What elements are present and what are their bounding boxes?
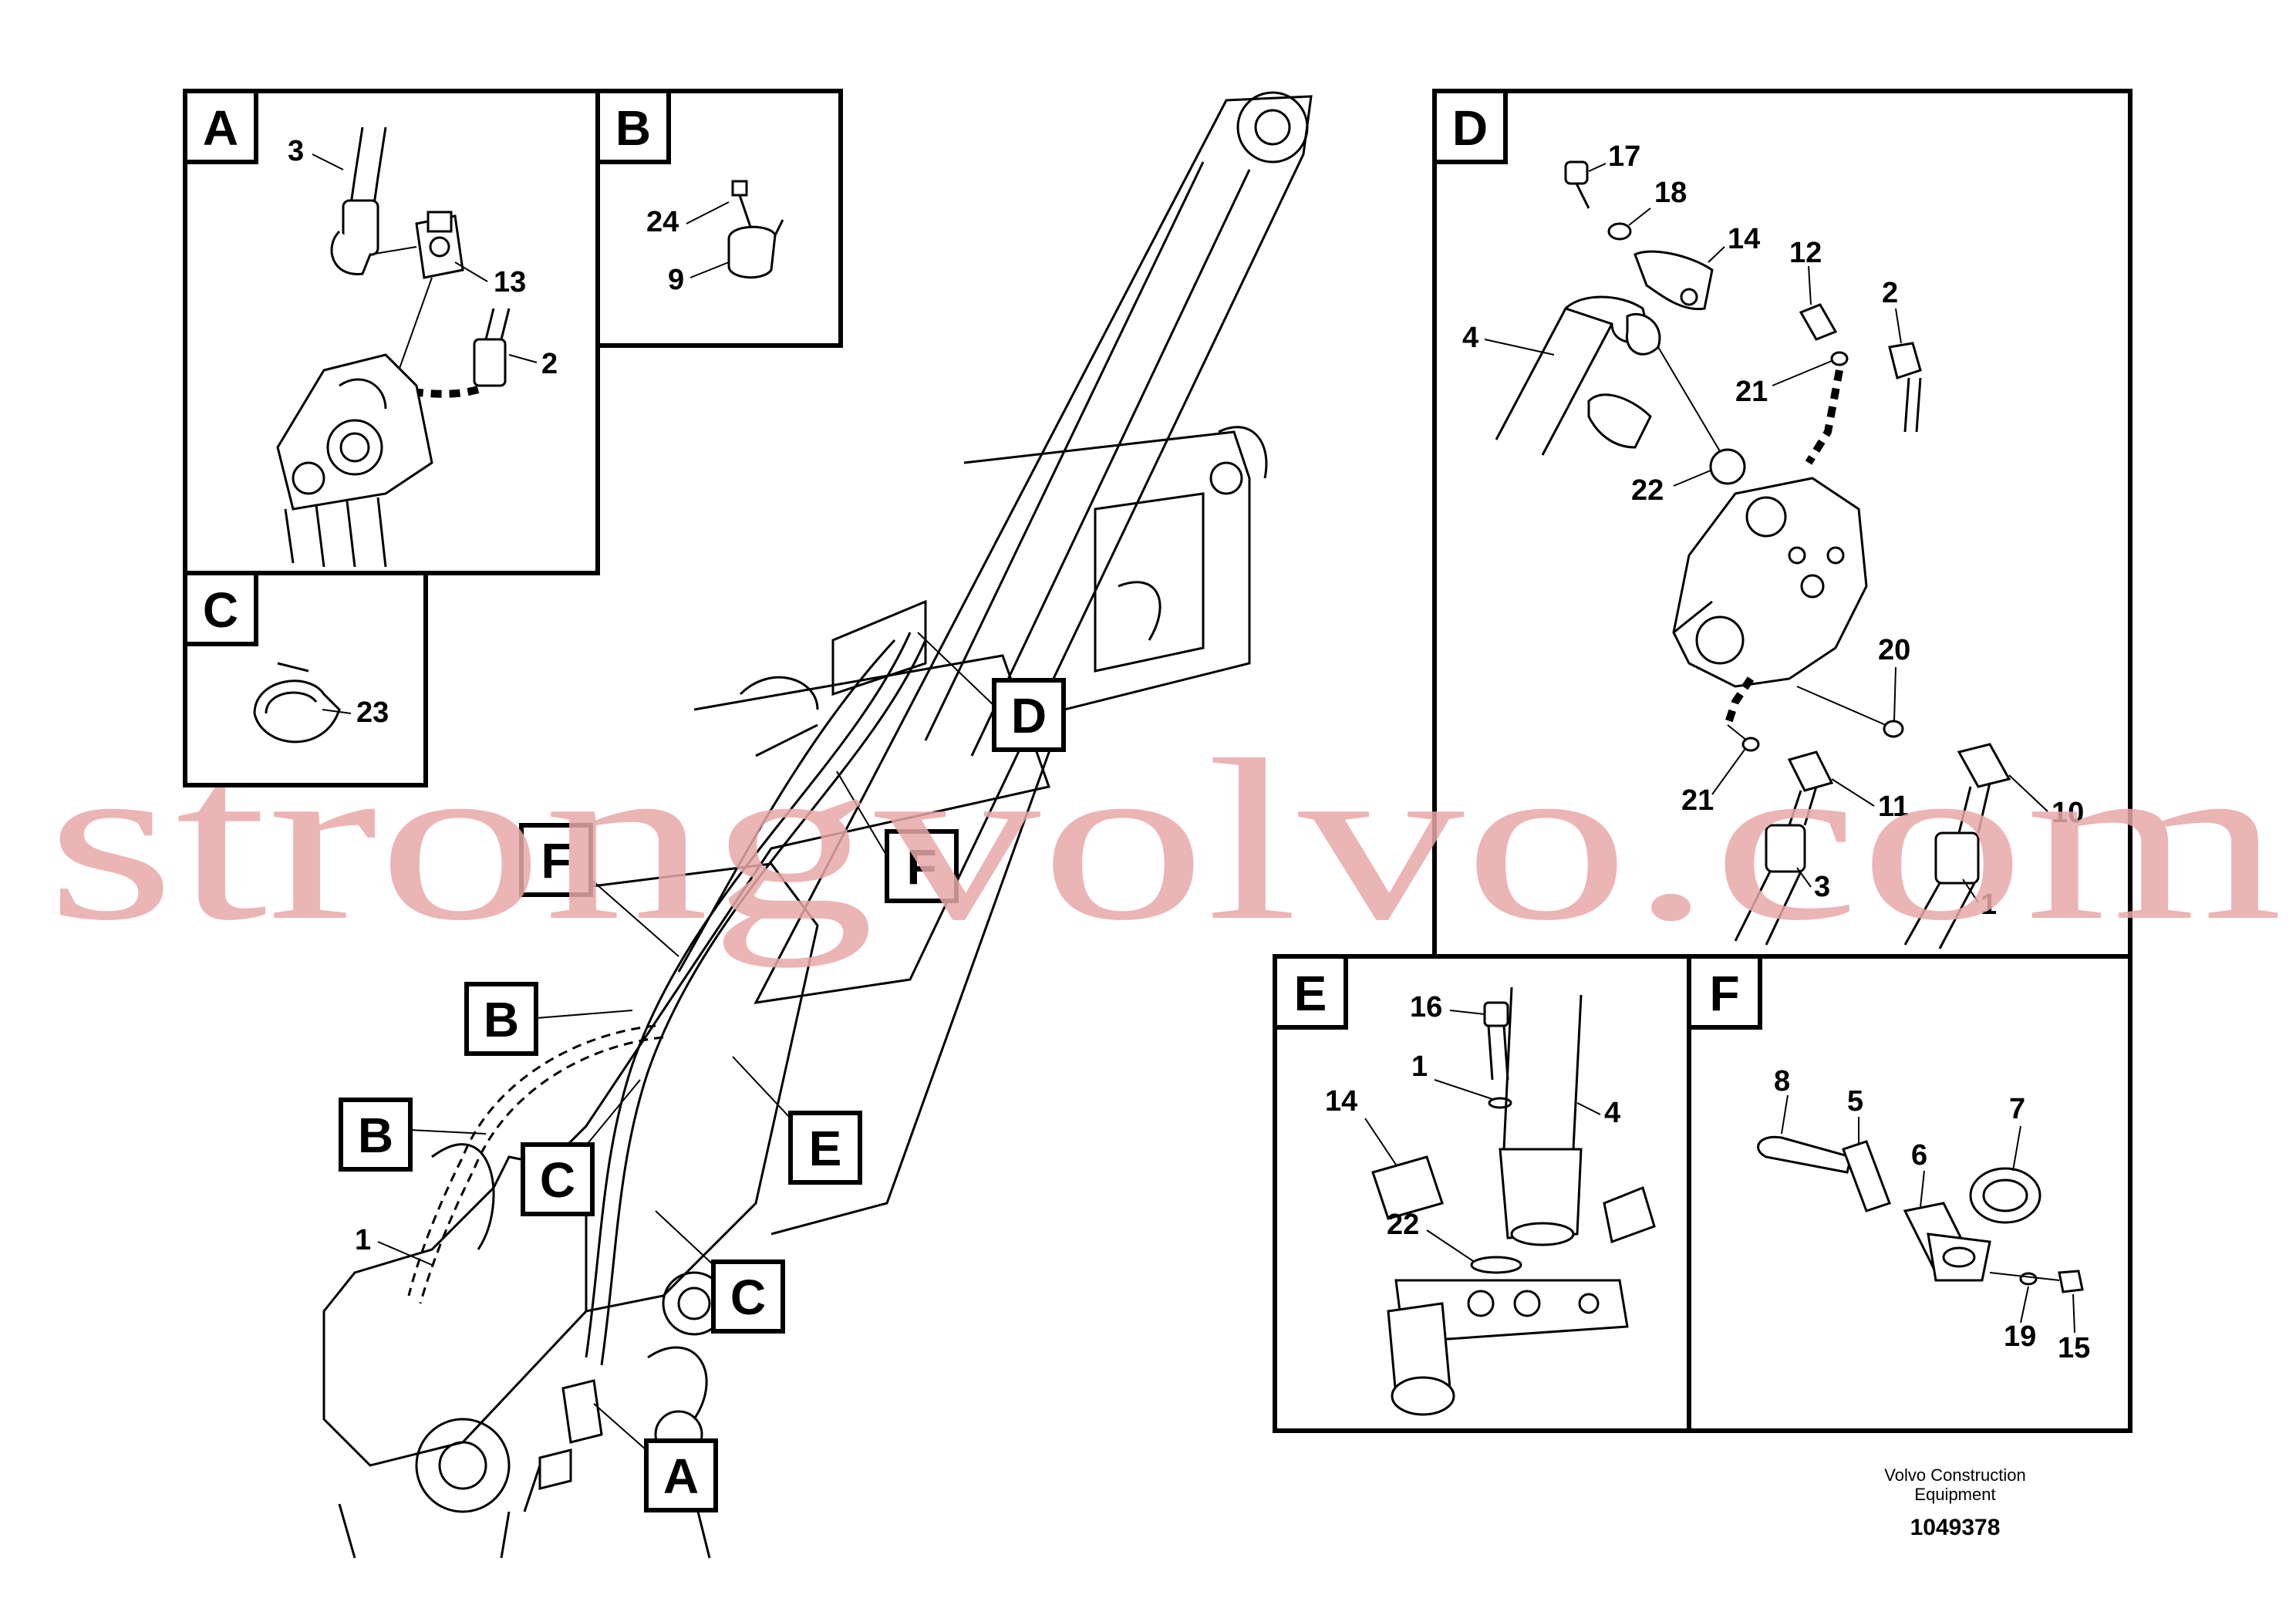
svg-text:24: 24	[646, 206, 679, 238]
svg-text:F: F	[541, 833, 571, 889]
main-view-tags: D F F B B C E	[339, 632, 1066, 1512]
svg-text:20: 20	[1878, 634, 1910, 666]
company-line-2: Equipment	[1914, 1485, 1995, 1504]
main-callout-1: 1	[355, 1224, 433, 1266]
svg-text:E: E	[1294, 966, 1327, 1021]
svg-text:21: 21	[1735, 376, 1768, 408]
detail-panel-E: E 16 1 14 4 22	[1273, 954, 1691, 1433]
svg-text:4: 4	[1604, 1097, 1620, 1129]
tag-C-mid[interactable]: C	[521, 1142, 595, 1216]
svg-text:A: A	[203, 100, 238, 156]
drawing-number: 1049378	[1910, 1515, 2001, 1540]
detail-panel-F: F 8 5 6 7 19 15	[1687, 954, 2132, 1433]
svg-text:F: F	[1709, 966, 1739, 1021]
svg-text:21: 21	[1681, 784, 1714, 817]
svg-text:22: 22	[1387, 1209, 1419, 1241]
svg-text:11: 11	[1878, 791, 1909, 823]
svg-text:3: 3	[1814, 871, 1830, 903]
svg-text:2: 2	[541, 348, 558, 380]
svg-text:B: B	[615, 100, 651, 156]
svg-text:B: B	[484, 992, 519, 1047]
svg-text:12: 12	[1789, 237, 1822, 269]
svg-text:4: 4	[1462, 322, 1478, 354]
svg-text:15: 15	[2058, 1332, 2090, 1364]
svg-text:14: 14	[1325, 1085, 1357, 1118]
svg-text:17: 17	[1608, 140, 1640, 173]
svg-text:D: D	[1452, 100, 1488, 156]
svg-text:C: C	[203, 582, 238, 638]
svg-text:16: 16	[1410, 991, 1442, 1023]
svg-text:8: 8	[1774, 1065, 1790, 1098]
svg-text:A: A	[663, 1448, 699, 1504]
svg-text:23: 23	[356, 696, 389, 729]
detail-panel-B: B 24 9	[595, 89, 843, 348]
tag-F-upper[interactable]: F	[885, 829, 959, 903]
svg-text:18: 18	[1654, 177, 1687, 209]
tag-B-upper[interactable]: B	[464, 982, 538, 1056]
company-line-1: Volvo Construction	[1884, 1465, 2025, 1485]
svg-text:C: C	[730, 1270, 766, 1325]
svg-text:1: 1	[355, 1224, 371, 1256]
svg-text:5: 5	[1847, 1085, 1863, 1118]
tag-E[interactable]: E	[788, 1111, 862, 1185]
svg-text:1: 1	[1981, 889, 1997, 921]
svg-text:14: 14	[1728, 223, 1760, 255]
watermark: strongvolvo.com	[46, 712, 2283, 969]
tag-F-left[interactable]: F	[519, 823, 593, 897]
svg-text:19: 19	[2004, 1320, 2036, 1353]
svg-text:B: B	[358, 1108, 393, 1163]
svg-text:13: 13	[494, 266, 526, 298]
detail-panel-D: D	[1432, 89, 2132, 959]
svg-text:3: 3	[288, 135, 304, 167]
svg-text:10: 10	[2052, 797, 2084, 829]
svg-text:22: 22	[1631, 474, 1664, 507]
svg-text:6: 6	[1911, 1139, 1927, 1172]
svg-text:F: F	[906, 839, 936, 895]
tag-B-lower[interactable]: B	[339, 1098, 413, 1172]
svg-text:7: 7	[2009, 1093, 2025, 1125]
svg-text:C: C	[540, 1152, 575, 1208]
detail-panel-A: A 3 13 2	[183, 89, 600, 575]
svg-text:2: 2	[1882, 277, 1898, 309]
svg-text:9: 9	[668, 264, 684, 296]
tag-C-lower[interactable]: C	[711, 1259, 785, 1334]
detail-panel-C: C 23	[183, 571, 428, 787]
boom-assembly	[322, 91, 1313, 1559]
drawing-footer: Volvo Construction Equipment 1049378	[1884, 1465, 2025, 1540]
svg-text:1: 1	[1411, 1050, 1428, 1083]
svg-text:D: D	[1011, 688, 1047, 744]
tag-D[interactable]: D	[992, 678, 1066, 752]
svg-text:E: E	[809, 1121, 842, 1176]
tag-A[interactable]: A	[644, 1438, 718, 1512]
